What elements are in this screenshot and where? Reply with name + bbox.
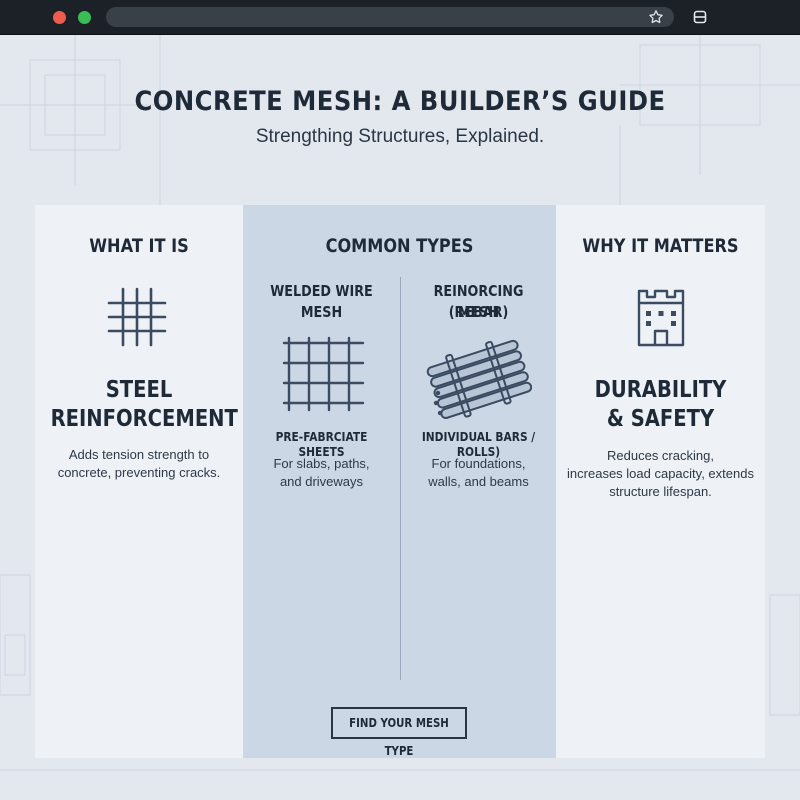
close-window-button[interactable] <box>53 11 66 24</box>
steel-description-line2: concrete, preventing cracks. <box>57 465 221 480</box>
welded-mesh-label: PRE-FABRCIATE SHEETS <box>275 429 368 459</box>
steel-description-line1: Adds tension strength to <box>68 447 210 462</box>
steel-title-line2: REINFORCEMENT <box>50 406 238 432</box>
welded-mesh-name-line1: WELDED WIRE <box>270 282 373 300</box>
durability-title-line2: & SAFETY <box>606 406 715 432</box>
welded-wire-mesh-column: WELDED WIRE MESH PRE-FABRCIATE SHEETS Fo… <box>243 205 400 758</box>
rebar-name-line2: (REBAR) <box>448 303 509 321</box>
reinforcing-mesh-column: REINORCING MESH (REBAR) INDIVIDUAL BARS … <box>401 205 556 758</box>
welded-mesh-description-line2: and driveways <box>279 474 364 489</box>
welded-mesh-icon <box>282 336 365 412</box>
tab-icon[interactable] <box>693 10 707 24</box>
what-it-is-panel: WHAT IT IS STEEL REINFORCEMENT Adds tens… <box>35 205 243 758</box>
why-it-matters-heading: WHY IT MATTERS <box>582 235 739 257</box>
common-types-panel: COMMON TYPES WELDED WIRE MESH PRE-FABRCI… <box>243 205 556 758</box>
steel-title-line1: STEEL <box>105 377 173 403</box>
welded-mesh-name-line2: MESH <box>300 303 343 321</box>
find-mesh-type-label: FIND YOUR MESH TYPE <box>349 716 449 758</box>
welded-mesh-description-line1: For slabs, paths, <box>273 456 370 471</box>
common-types-heading: COMMON TYPES <box>325 235 474 257</box>
column-divider <box>400 277 401 680</box>
durability-description-line1: Reduces cracking, <box>607 448 714 463</box>
durability-description-line3: structure lifespan. <box>609 484 712 499</box>
durability-title-line1: DURABILITY <box>594 377 727 403</box>
rebar-description-line1: For foundations, <box>431 456 526 471</box>
what-it-is-heading: WHAT IT IS <box>89 235 189 257</box>
rebar-label: INDIVIDUAL BARS / ROLLS) <box>421 429 536 459</box>
rebar-bundle-icon <box>426 339 532 419</box>
page-subtitle: Strengthing Structures, Explained. <box>255 126 545 147</box>
blueprint-background <box>0 35 800 771</box>
steel-grid-icon <box>107 287 167 347</box>
rebar-description-line2: walls, and beams <box>428 474 529 489</box>
maximize-window-button[interactable] <box>78 11 91 24</box>
browser-toolbar <box>0 0 800 35</box>
why-it-matters-panel: WHY IT MATTERS DURABILITY & SAFETY Reduc… <box>556 205 765 758</box>
page-title: CONCRETE MESH: A BUILDER’S GUIDE <box>134 86 666 117</box>
durability-description-line2: increases load capacity, extends <box>567 466 754 481</box>
find-mesh-type-button[interactable]: FIND YOUR MESH TYPE <box>331 707 467 758</box>
star-icon[interactable] <box>648 9 664 25</box>
castle-tower-icon <box>637 289 685 347</box>
rebar-name-line1: REINORCING MESH <box>433 282 524 321</box>
address-bar[interactable] <box>106 7 674 27</box>
